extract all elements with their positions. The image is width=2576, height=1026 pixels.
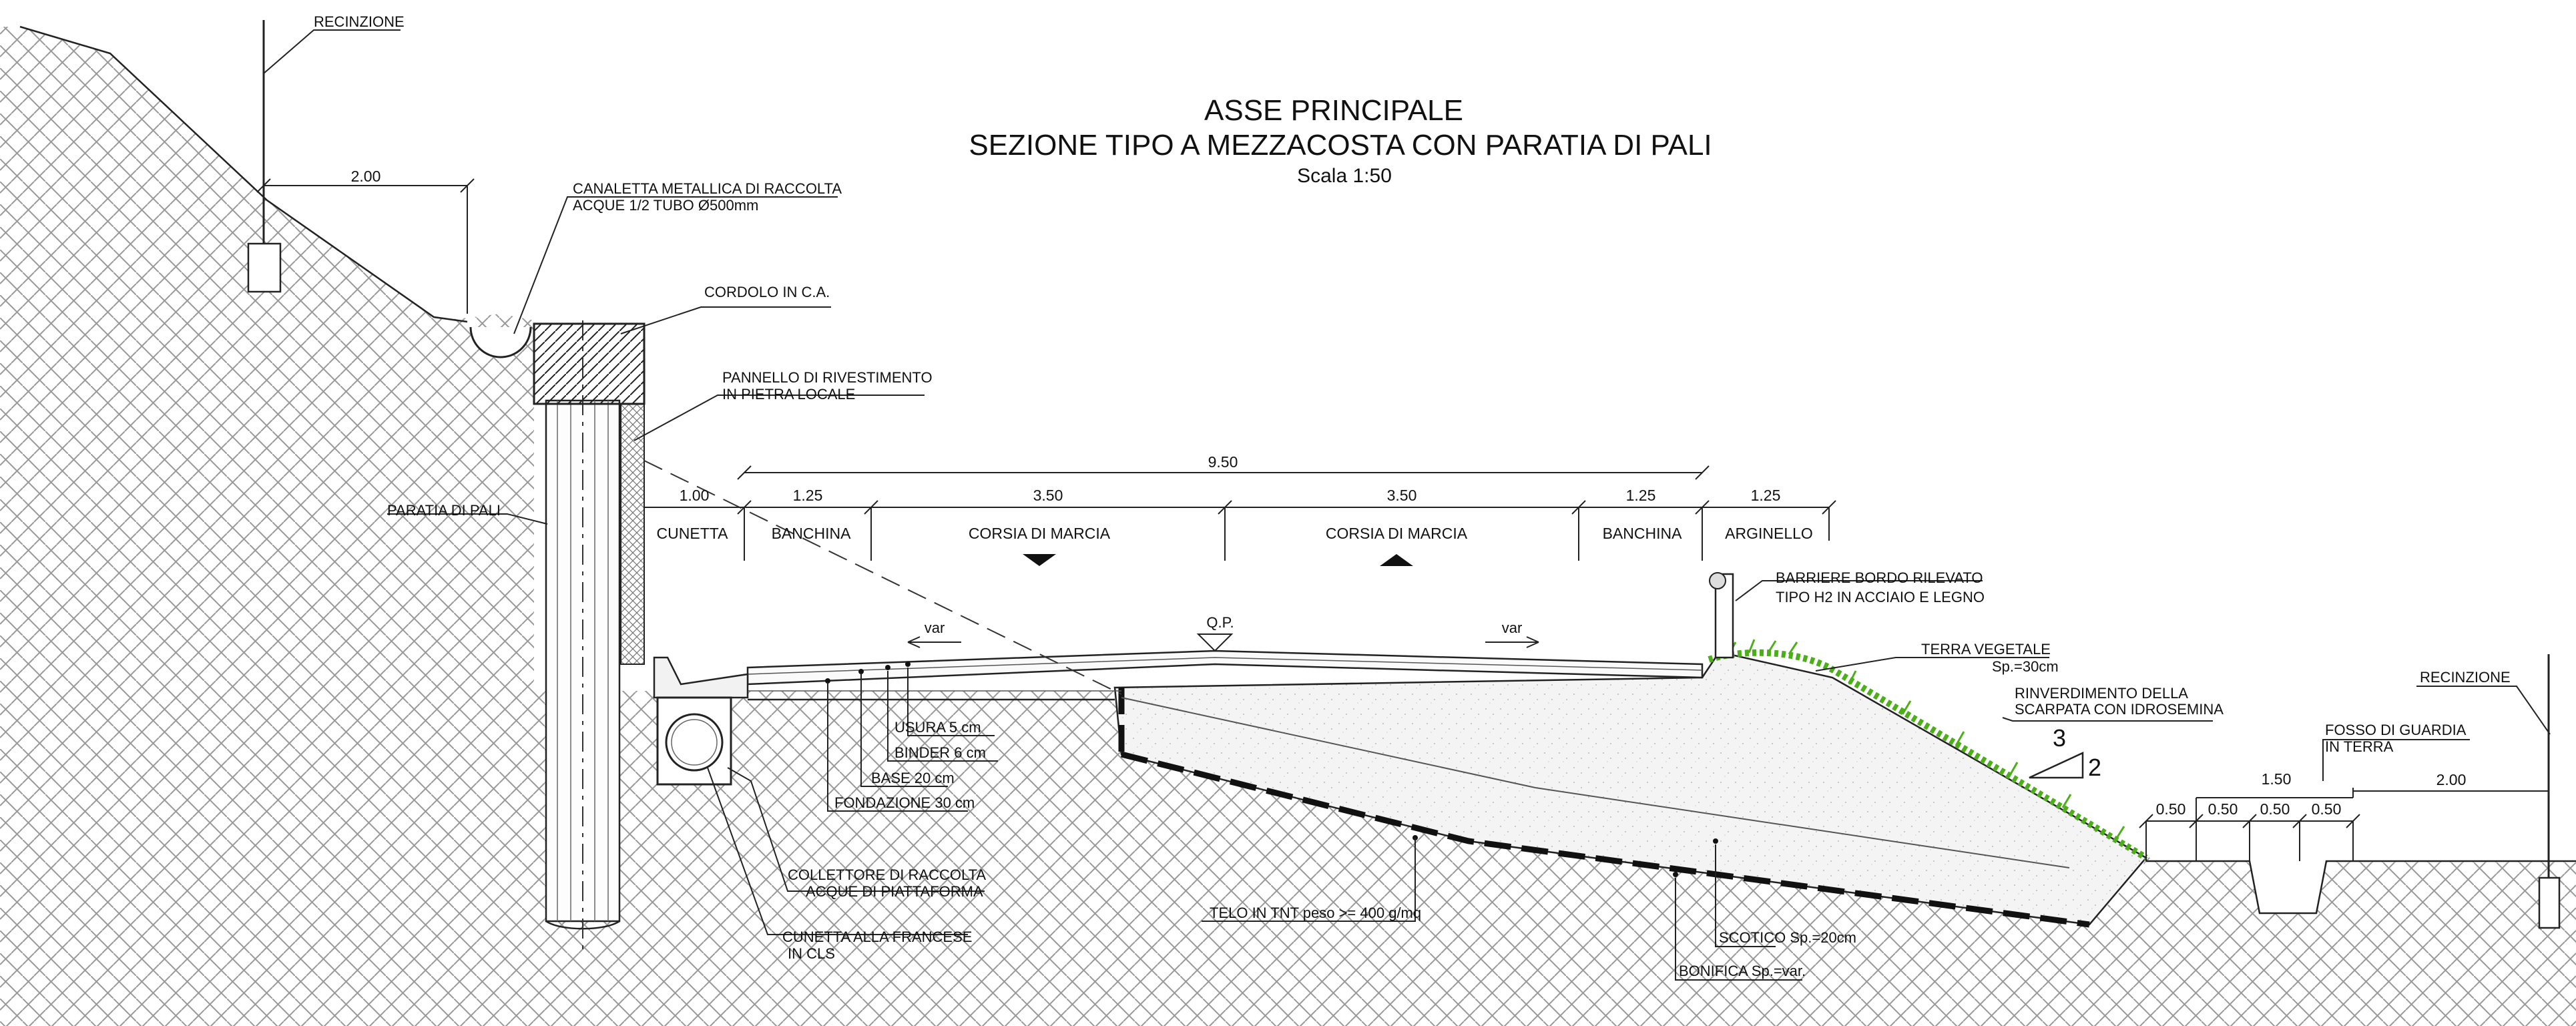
embankment	[1113, 653, 2147, 928]
telo-label: TELO IN TNT peso >= 400 g/mq	[1210, 905, 1421, 921]
dim-fosso-offset: 2.00	[2436, 771, 2467, 788]
pannello-label-2: IN PIETRA LOCALE	[722, 386, 855, 403]
barriere-label-1: BARRIERE BORDO RILEVATO	[1776, 569, 1983, 586]
excavation-line	[643, 460, 1122, 695]
fosso-label-2: IN TERRA	[2325, 738, 2394, 755]
slope-triangle	[2029, 752, 2084, 779]
dim-fosso-total: 1.50	[2262, 770, 2292, 788]
var-left-label: var	[925, 619, 945, 636]
dim-segment-2: 3.50	[1033, 487, 1063, 504]
recinzione-left-label: RECINZIONE	[314, 13, 405, 30]
scotico-label: SCOTICO Sp.=20cm	[1719, 929, 1856, 946]
scale-label: Scala 1:50	[1297, 165, 1392, 187]
collettore-label-2: ACQUE DI PIATTAFORMA	[806, 883, 983, 900]
title-block: ASSE PRINCIPALE SEZIONE TIPO A MEZZACOST…	[969, 94, 1712, 187]
direction-markers	[907, 554, 1539, 652]
cordolo-label: CORDOLO IN C.A.	[704, 284, 830, 300]
fosso-label-1: FOSSO DI GUARDIA	[2325, 722, 2467, 738]
zone-3: CORSIA DI MARCIA	[1326, 525, 1468, 542]
collettore	[656, 696, 732, 786]
geotextile-line	[1120, 751, 2090, 928]
dim-recinzione-left: 2.00	[351, 168, 381, 185]
slope-horizontal: 3	[2053, 724, 2066, 752]
zone-4: BANCHINA	[1603, 525, 1683, 542]
slope-vertical: 2	[2088, 754, 2101, 781]
stone-panel	[620, 403, 645, 665]
zone-5: ARGINELLO	[1725, 525, 1813, 542]
var-right-label: var	[1502, 619, 1523, 636]
zone-1: BANCHINA	[772, 525, 852, 542]
pannello-label-1: PANNELLO DI RIVESTIMENTO	[722, 369, 933, 386]
leader-lines	[263, 29, 2551, 981]
rinverd-label-1: RINVERDIMENTO DELLA	[2015, 685, 2188, 702]
cunetta-francese	[653, 656, 749, 699]
zone-2: CORSIA DI MARCIA	[969, 525, 1111, 542]
dim-segment-5: 1.25	[1751, 487, 1781, 504]
layer-dots	[825, 662, 1718, 877]
dim-segment-0: 1.00	[680, 487, 710, 504]
dim-fosso-2: 0.50	[2260, 800, 2290, 818]
callout-labels: RECINZIONE CANALETTA METALLICA DI RACCOL…	[314, 13, 2511, 979]
canaletta-label-2: ACQUE 1/2 TUBO Ø500mm	[573, 197, 758, 214]
cunetta-francese-label-2: IN CLS	[788, 945, 835, 962]
cordolo	[533, 322, 646, 405]
slope-labels: 3 2	[2053, 724, 2101, 781]
paratia-label: PARATIA DI PALI	[387, 502, 501, 519]
binder-label: BINDER 6 cm	[894, 744, 986, 761]
recinzione-right-label: RECINZIONE	[2420, 669, 2511, 686]
terra-label-2: Sp.=30cm	[1992, 658, 2059, 675]
cunetta-francese-label-1: CUNETTA ALLA FRANCESE	[782, 929, 972, 945]
qp-label: Q.P.	[1206, 614, 1234, 631]
dim-total: 9.50	[1208, 453, 1238, 471]
left-hillside	[0, 25, 534, 1026]
dim-segment-4: 1.25	[1626, 487, 1656, 504]
barriere-label-2: TIPO H2 IN ACCIAIO E LEGNO	[1776, 589, 1985, 605]
dimension-lines	[256, 178, 2549, 861]
rinverd-label-2: SCARPATA CON IDROSEMINA	[2015, 701, 2224, 718]
dimension-labels: 2.00 9.50 1.00 1.25 3.50 3.50 1.25 1.25 …	[351, 168, 2467, 818]
base-label: BASE 20 cm	[871, 770, 955, 786]
terra-label-1: TERRA VEGETALE	[1921, 641, 2051, 658]
canaletta	[469, 326, 532, 358]
pile-wall	[545, 320, 621, 955]
bonifica-label: BONIFICA Sp.=var.	[1679, 963, 1806, 979]
dim-fosso-0: 0.50	[2156, 800, 2186, 818]
collettore-label-1: COLLETTORE DI RACCOLTA	[788, 866, 986, 883]
dim-segment-1: 1.25	[793, 487, 823, 504]
dim-segment-3: 3.50	[1387, 487, 1417, 504]
barrier-post	[1709, 572, 1734, 659]
right-ground	[534, 691, 2576, 1026]
usura-label: USURA 5 cm	[894, 719, 981, 736]
dim-fosso-1: 0.50	[2208, 800, 2238, 818]
fence-left	[247, 20, 282, 293]
title-line2: SEZIONE TIPO A MEZZACOSTA CON PARATIA DI…	[969, 129, 1712, 162]
zone-0: CUNETTA	[657, 525, 729, 542]
title-line1: ASSE PRINCIPALE	[1204, 94, 1463, 127]
fondazione-label: FONDAZIONE 30 cm	[834, 794, 975, 811]
canaletta-label-1: CANALETTA METALLICA DI RACCOLTA	[573, 180, 842, 197]
dim-fosso-3: 0.50	[2312, 800, 2342, 818]
fence-right	[2538, 654, 2561, 929]
